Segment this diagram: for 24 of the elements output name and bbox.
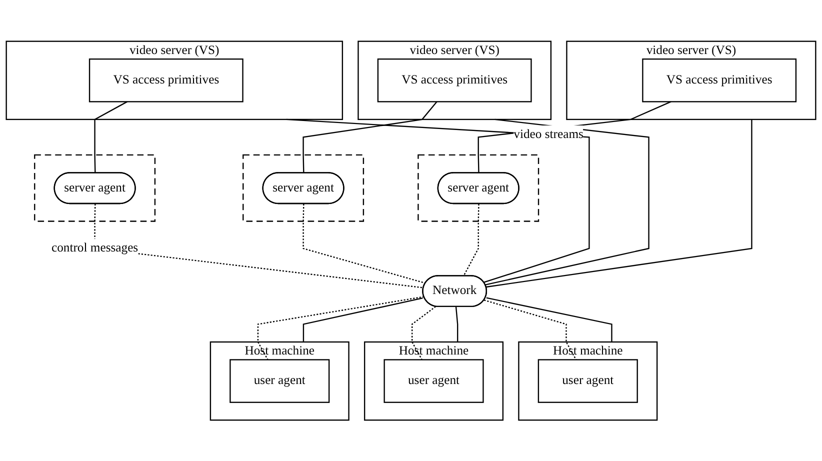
node-box: user agent: [384, 358, 484, 403]
node-box: VS access primitives: [642, 58, 797, 102]
node-box: VS access primitives: [88, 58, 244, 102]
node-box: VS access primitives: [377, 58, 532, 102]
connector: [302, 297, 423, 342]
node-box: user agent: [538, 358, 638, 403]
connector: [94, 100, 128, 173]
edge-label: video streams: [514, 127, 584, 141]
cluster: [34, 154, 156, 222]
connector: [486, 119, 752, 288]
connector: [463, 204, 480, 276]
edge-label: control messages: [51, 241, 138, 255]
connector: [286, 118, 590, 283]
connector: [412, 306, 436, 360]
connector: [302, 101, 438, 173]
connector: [485, 118, 650, 286]
node-box: user agent: [230, 358, 330, 403]
connector: [486, 297, 612, 342]
cluster: [418, 154, 540, 222]
connector: [302, 204, 426, 284]
connector: [455, 306, 458, 342]
connector: [484, 299, 577, 360]
cluster: [242, 154, 364, 222]
connector: [257, 296, 424, 360]
